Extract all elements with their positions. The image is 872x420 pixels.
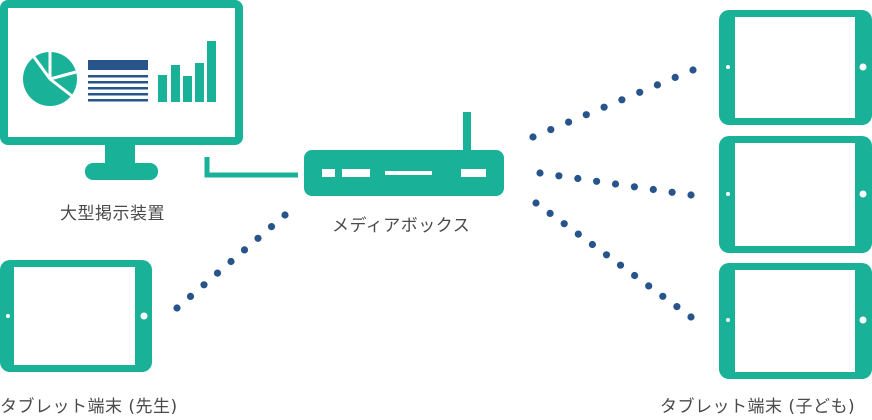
wireless-dot [200, 281, 208, 289]
wireless-dot [254, 234, 262, 242]
wireless-dot [600, 103, 608, 111]
wireless-dot [267, 223, 276, 231]
wireless-dot [668, 188, 676, 196]
wireless-dot [240, 246, 249, 254]
wireless-dot [565, 118, 573, 126]
pie-chart-icon [23, 52, 77, 106]
wireless-dot [547, 126, 555, 134]
wireless-dot [536, 169, 544, 177]
wireless-dot [574, 174, 582, 183]
link-student-tablet-2 [536, 169, 695, 199]
link-student-tablet-3 [532, 199, 695, 321]
wireless-dot [532, 199, 540, 207]
wireless-dot [560, 220, 568, 228]
wireless-dot [588, 240, 597, 249]
wireless-dot [687, 313, 695, 321]
display-label: 大型掲示装置 [60, 204, 165, 224]
media-box-label: メディアボックス [332, 216, 471, 236]
tablet-icon [719, 10, 872, 125]
table-chart-icon [88, 60, 148, 102]
wireless-dot [582, 111, 590, 119]
student-tablet-label: タブレット端末 (子ども) [660, 397, 856, 417]
link-student-tablet-1 [529, 66, 697, 141]
link-teacher-tablet [173, 211, 289, 312]
wireless-dot [631, 271, 639, 280]
wireless-dot [636, 88, 644, 96]
wireless-dot [673, 303, 681, 311]
wireless-connections [173, 66, 697, 321]
wireless-dot [671, 73, 679, 81]
wireless-dot [213, 269, 222, 277]
wireless-dot [645, 282, 653, 290]
tablet-icon [719, 263, 872, 379]
wireless-dot [602, 251, 611, 259]
tablet-icon [0, 260, 152, 372]
wireless-dot [616, 261, 625, 269]
monitor-with-charts-icon [0, 0, 243, 180]
wireless-dot [173, 304, 181, 312]
wireless-dot [186, 292, 195, 300]
wireless-dot [574, 230, 582, 238]
wireless-dot [659, 292, 667, 300]
wireless-dot [593, 177, 601, 185]
wireless-dot [227, 257, 235, 266]
wireless-dot [611, 180, 620, 188]
router-icon [304, 112, 504, 196]
wireless-dot [653, 81, 662, 89]
wireless-dot [630, 183, 639, 191]
wired-connection [204, 157, 298, 178]
wireless-dot [555, 172, 563, 180]
wireless-dot [687, 191, 695, 199]
wireless-dot [529, 133, 537, 141]
bar-chart-icon [158, 41, 216, 102]
wireless-dot [618, 96, 626, 104]
wireless-dot [281, 211, 289, 219]
wireless-dot [546, 209, 554, 217]
wireless-dot [649, 185, 657, 194]
teacher-tablet-label: タブレット端末 (先生) [0, 397, 178, 417]
tablet-icon [719, 136, 872, 253]
wireless-dot [689, 66, 697, 74]
